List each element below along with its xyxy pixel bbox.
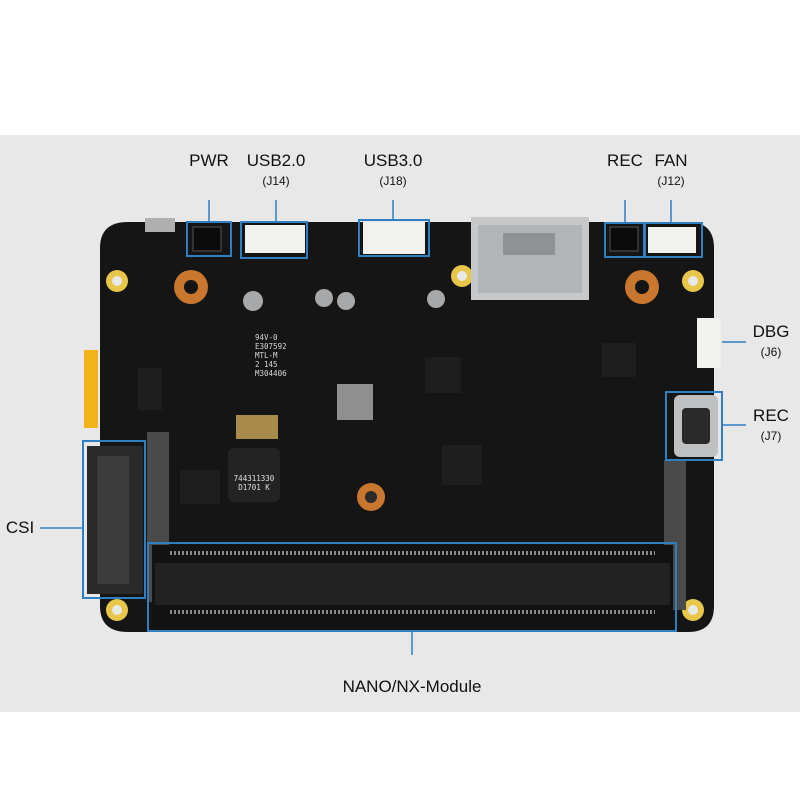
ic-chip-5 bbox=[138, 368, 162, 410]
usb3-connector bbox=[363, 222, 425, 254]
usb3-label: USB3.0 bbox=[363, 151, 423, 170]
flex-cable bbox=[84, 350, 98, 428]
pwr-label: PWR bbox=[189, 151, 229, 170]
csi-label: CSI bbox=[5, 518, 35, 537]
capacitors bbox=[243, 289, 445, 311]
rec-top-label: REC bbox=[607, 151, 643, 170]
ic-chip-3 bbox=[602, 343, 636, 377]
usb2-ref-label: (J14) bbox=[262, 174, 290, 188]
fan-connector bbox=[648, 227, 696, 253]
pcb-board bbox=[100, 222, 714, 632]
dbg-connector bbox=[697, 318, 721, 368]
usb2-label: USB2.0 bbox=[246, 151, 306, 170]
board-marking-4: 2 145 bbox=[255, 360, 278, 369]
usb3-ref-label: (J18) bbox=[379, 174, 407, 188]
usb2-highlight bbox=[240, 221, 308, 259]
dbg-label: DBG bbox=[752, 322, 790, 341]
rec-switch bbox=[609, 226, 639, 252]
leader-lines bbox=[40, 200, 746, 655]
rec-side-label: REC bbox=[753, 406, 789, 425]
fan-ref-label: (J12) bbox=[657, 174, 685, 188]
fan-label: FAN bbox=[654, 151, 688, 170]
center-button bbox=[337, 384, 373, 420]
we-inductor bbox=[228, 448, 280, 502]
resistor-block bbox=[236, 415, 278, 439]
board-marking-2: E307592 bbox=[255, 342, 287, 351]
ic-chip-4 bbox=[180, 470, 220, 504]
power-jack bbox=[145, 218, 175, 232]
mount-holes bbox=[106, 265, 704, 621]
inductor-marking-2: D1701 K bbox=[238, 483, 270, 492]
dbg-ref-label: (J6) bbox=[760, 345, 782, 359]
fan-highlight bbox=[643, 222, 703, 258]
inductor-marking-1: 744311330 bbox=[233, 474, 275, 483]
rec-side-ref-label: (J7) bbox=[760, 429, 782, 443]
ic-chip-1 bbox=[425, 357, 461, 393]
board-marking-1: 94V-0 bbox=[255, 333, 278, 342]
pwr-switch bbox=[192, 226, 222, 252]
board-marking-5: M304406 bbox=[255, 369, 287, 378]
usb3-highlight bbox=[358, 219, 430, 257]
board-marking-3: MTL-M bbox=[255, 351, 278, 360]
usb2-connector bbox=[245, 225, 305, 253]
ic-chip-2 bbox=[442, 445, 482, 485]
rec-side-highlight bbox=[665, 391, 723, 461]
csi-highlight bbox=[82, 440, 146, 599]
ethernet-port bbox=[471, 217, 589, 300]
module-label: NANO/NX-Module bbox=[342, 677, 482, 696]
